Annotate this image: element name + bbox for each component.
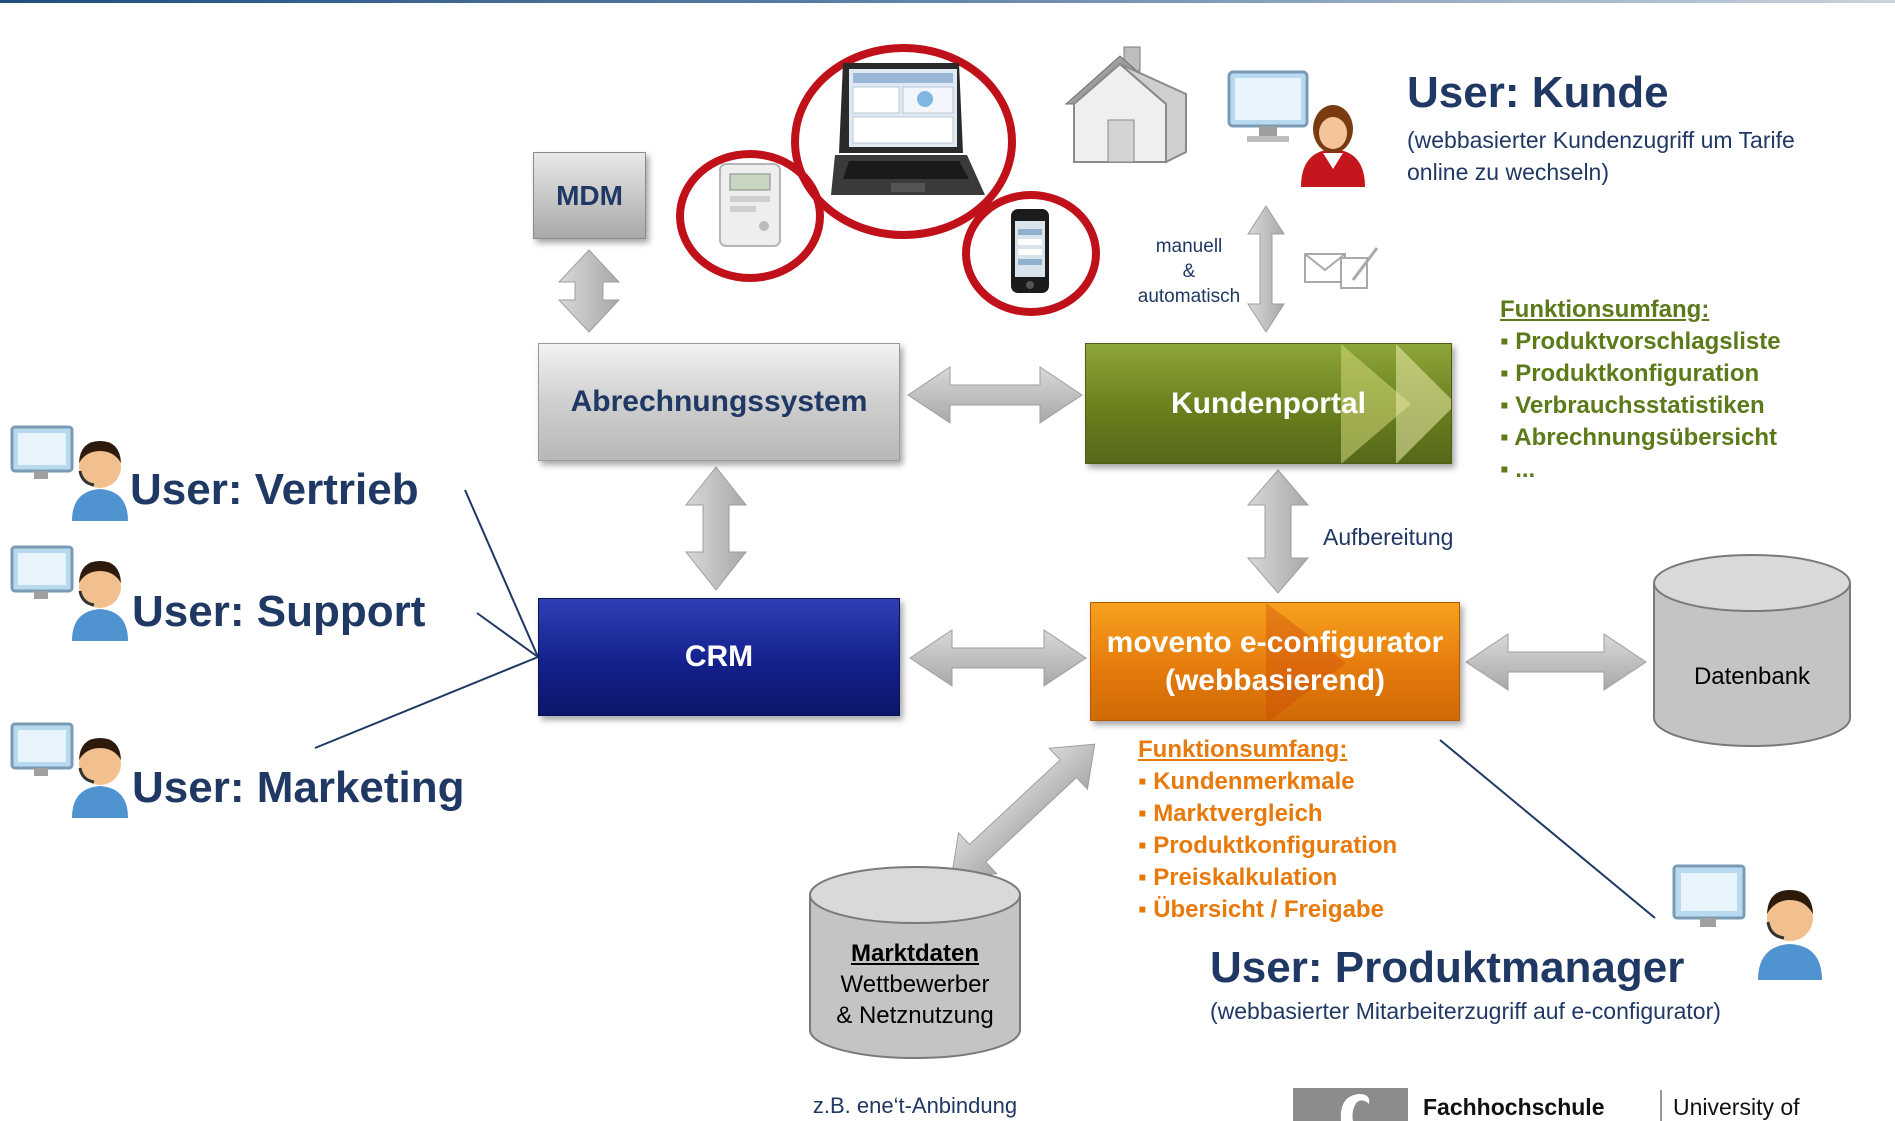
line-produktmanager-movento <box>1439 739 1656 919</box>
logo-icon <box>1293 1088 1408 1121</box>
arrow-crm-movento <box>909 629 1087 687</box>
arrow-kundenportal-movento <box>1246 469 1310 594</box>
marktdaten-title: Marktdaten <box>850 940 980 967</box>
aufbereitung-label: Aufbereitung <box>1323 524 1454 550</box>
datenbank-cylinder <box>1653 554 1851 747</box>
kundenportal-feature-item: Abrechnungsübersicht <box>1500 422 1781 454</box>
arrow-abrechnung-kundenportal <box>907 366 1083 424</box>
user-support-label: User: Support <box>132 587 426 636</box>
kundenportal-feature-item: Produktvorschlagsliste <box>1500 326 1780 358</box>
marktdaten-line1: Wettbewerber <box>840 971 990 998</box>
highlight-circle-smartphone <box>962 191 1100 316</box>
headset-agent-icon <box>10 722 128 818</box>
marktdaten-note: z.B. ene‘t-Anbindung <box>812 1093 1018 1118</box>
movento-feature-item: Marktvergleich <box>1138 798 1397 830</box>
user-produktmanager-title: User: Produktmanager <box>1210 943 1685 992</box>
headset-agent-icon <box>1672 864 1822 980</box>
smart-meter-icon <box>719 163 781 247</box>
user-kunde-desc-line2: online zu wechseln) <box>1407 159 1610 185</box>
automatisch-label: automatisch <box>1137 286 1241 307</box>
crm-label: CRM <box>684 640 754 673</box>
headset-agent-icon <box>10 425 128 521</box>
movento-feature-item: Preiskalkulation <box>1138 862 1397 894</box>
arrow-abrechnung-crm <box>684 466 748 591</box>
kundenportal-feature-list: Funktionsumfang: Produktvorschlagsliste … <box>1500 294 1781 486</box>
highlight-circle-laptop <box>791 44 1016 239</box>
line-support-crm <box>476 612 539 658</box>
movento-label-line2: (webbasierend) <box>1164 663 1386 697</box>
kundenportal-feature-title: Funktionsumfang: <box>1500 296 1710 323</box>
movento-feature-item: Kundenmerkmale <box>1138 766 1397 798</box>
arrow-kunde-kundenportal <box>1247 205 1285 333</box>
smartphone-icon <box>1011 209 1049 293</box>
datenbank-label: Datenbank <box>1693 663 1811 690</box>
envelope-icon <box>1304 247 1379 289</box>
kundenportal-feature-item: Verbrauchsstatistiken <box>1500 390 1781 422</box>
arrow-movento-marktdaten <box>950 743 1096 879</box>
marktdaten-text: Marktdaten Wettbewerber & Netznutzung <box>808 938 1022 1031</box>
line-marketing-crm <box>314 656 539 749</box>
user-kunde-desc-line1: (webbasierter Kundenzugriff um Tarife <box>1407 127 1795 153</box>
abrechnungssystem-box: Abrechnungssystem <box>538 343 900 461</box>
mdm-box: MDM <box>533 152 646 239</box>
highlight-circle-meter <box>676 150 824 282</box>
logo-text-university: University of <box>1673 1094 1800 1120</box>
user-kunde-desc: (webbasierter Kundenzugriff um Tarife on… <box>1407 124 1795 188</box>
laptop-icon <box>831 63 985 195</box>
user-marketing-label: User: Marketing <box>132 763 465 812</box>
kundenportal-chevron-shape-2 <box>1396 344 1451 463</box>
user-kunde-title: User: Kunde <box>1407 68 1669 117</box>
crm-box: CRM <box>538 598 900 716</box>
movento-chevron-shape <box>1266 603 1346 720</box>
movento-label-line1: movento e-configurator <box>1106 625 1444 659</box>
marktdaten-cylinder <box>809 866 1021 1059</box>
movento-feature-item: Übersicht / Freigabe <box>1138 894 1397 926</box>
user-vertrieb-label: User: Vertrieb <box>130 465 419 514</box>
ampersand-label: & <box>1182 261 1196 282</box>
logo-separator <box>1660 1090 1662 1121</box>
headset-agent-icon <box>10 545 128 641</box>
logo-text-fachhochschule: Fachhochschule <box>1423 1094 1605 1120</box>
kundenportal-box: Kundenportal <box>1085 343 1452 464</box>
arrow-mdm-abrechnung <box>557 249 621 333</box>
house-icon <box>1064 46 1187 164</box>
user-produktmanager-desc: (webbasierter Mitarbeiterzugriff auf e-c… <box>1210 998 1721 1024</box>
monitor-icon <box>1227 70 1309 142</box>
movento-feature-list: Funktionsumfang: Kundenmerkmale Marktver… <box>1138 734 1397 926</box>
marktdaten-line2: & Netznutzung <box>836 1002 994 1029</box>
line-vertrieb-crm <box>464 489 539 658</box>
manuell-automatisch-label: manuell & automatisch <box>1120 234 1258 309</box>
kundenportal-feature-item: Produktkonfiguration <box>1500 358 1781 390</box>
kundenportal-feature-item: ... <box>1500 454 1781 486</box>
movento-feature-item: Produktkonfiguration <box>1138 830 1397 862</box>
kundenportal-label: Kundenportal <box>1171 386 1366 420</box>
arrow-movento-datenbank <box>1465 633 1647 691</box>
top-accent-bar <box>0 0 1895 3</box>
movento-configurator-box: movento e-configurator (webbasierend) <box>1090 602 1460 721</box>
mdm-label: MDM <box>556 179 623 211</box>
person-icon <box>1301 105 1365 187</box>
abrechnungssystem-label: Abrechnungssystem <box>570 385 868 418</box>
movento-feature-title: Funktionsumfang: <box>1138 736 1348 763</box>
manuell-label: manuell <box>1155 236 1223 257</box>
